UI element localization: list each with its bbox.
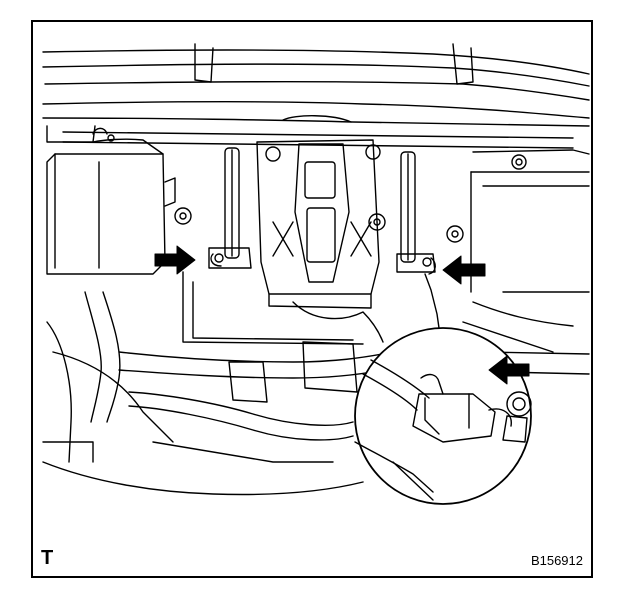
- engine-bay-illustration: [42, 43, 590, 505]
- detail-leader: [424, 273, 440, 329]
- arrow-left-detail: [488, 355, 530, 385]
- right-hood-stay: [396, 151, 436, 275]
- center-latch-bracket: [174, 139, 464, 309]
- left-hood-stay: [208, 147, 252, 269]
- callout-arrows: [154, 245, 530, 385]
- illustration-frame: T B156912: [31, 20, 593, 578]
- view-direction-letter: T: [41, 547, 54, 569]
- illustration-code: B156912: [530, 553, 583, 568]
- arrow-left-right-stay: [442, 255, 486, 285]
- wire-harness: [46, 271, 574, 463]
- upper-body-panels: [42, 43, 590, 143]
- right-module-box: [470, 149, 590, 293]
- magnified-detail: [354, 327, 532, 505]
- arrow-right-left-stay: [154, 245, 196, 275]
